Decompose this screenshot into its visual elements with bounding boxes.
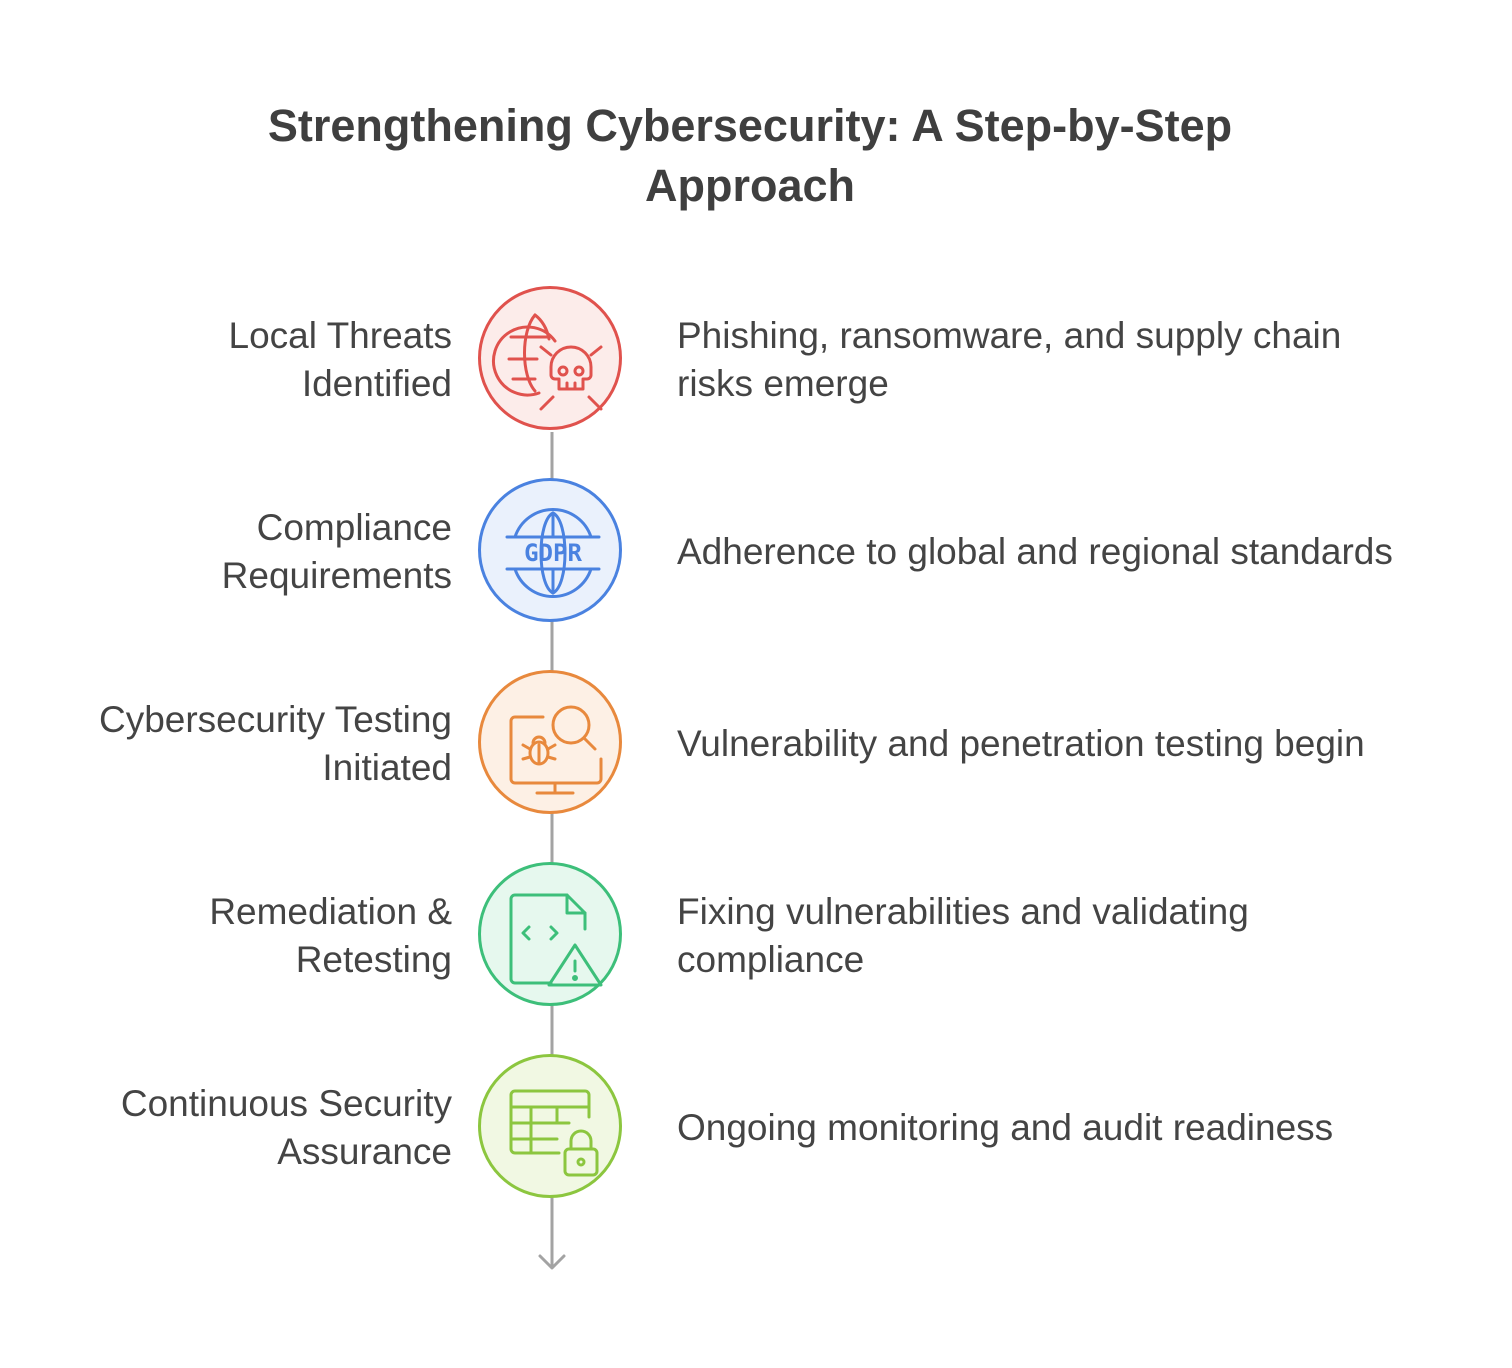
monitor-bug-search-icon: [509, 705, 603, 795]
arrow-head-icon: [538, 1254, 566, 1270]
step-continuous-assurance: Continuous Security Assurance Ongoing mo…: [0, 1052, 1512, 1202]
step-local-threats: Local Threats Identified Phishing, ranso…: [0, 284, 1512, 434]
step-icon-circle: [478, 286, 622, 430]
step-description: Vulnerability and penetration testing be…: [677, 723, 1365, 764]
step-label: Compliance Requirements: [221, 507, 452, 596]
step-description: Fixing vulnerabilities and validating co…: [677, 891, 1249, 980]
table-lock-icon: [509, 1089, 599, 1177]
step-icon-circle: GDPR: [478, 478, 622, 622]
diagram-title: Strengthening Cybersecurity: A Step-by-S…: [0, 96, 1500, 216]
gdpr-text: GDPR: [524, 539, 582, 567]
gdpr-globe-icon: GDPR: [505, 507, 601, 599]
globe-skull-icon: [492, 313, 603, 411]
step-label: Continuous Security Assurance: [120, 1083, 452, 1172]
title-line-2: Approach: [644, 160, 855, 211]
step-testing: Cybersecurity Testing Initiated Vulnerab…: [0, 668, 1512, 818]
title-line-1: Strengthening Cybersecurity: A Step-by-S…: [267, 100, 1233, 151]
step-label: Local Threats Identified: [228, 315, 453, 404]
step-description: Adherence to global and regional standar…: [677, 531, 1393, 572]
step-remediation: Remediation & Retesting Fixing vulnerabi…: [0, 860, 1512, 1010]
step-label: Cybersecurity Testing Initiated: [98, 699, 452, 788]
step-icon-circle: [478, 862, 622, 1006]
step-icon-circle: [478, 670, 622, 814]
code-file-warning-icon: [509, 893, 603, 987]
step-label: Remediation & Retesting: [209, 891, 452, 980]
step-description: Phishing, ransomware, and supply chain r…: [677, 315, 1342, 404]
step-description: Ongoing monitoring and audit readiness: [677, 1107, 1334, 1148]
step-icon-circle: [478, 1054, 622, 1198]
step-compliance: Compliance Requirements GDPR Adherence t…: [0, 476, 1512, 626]
